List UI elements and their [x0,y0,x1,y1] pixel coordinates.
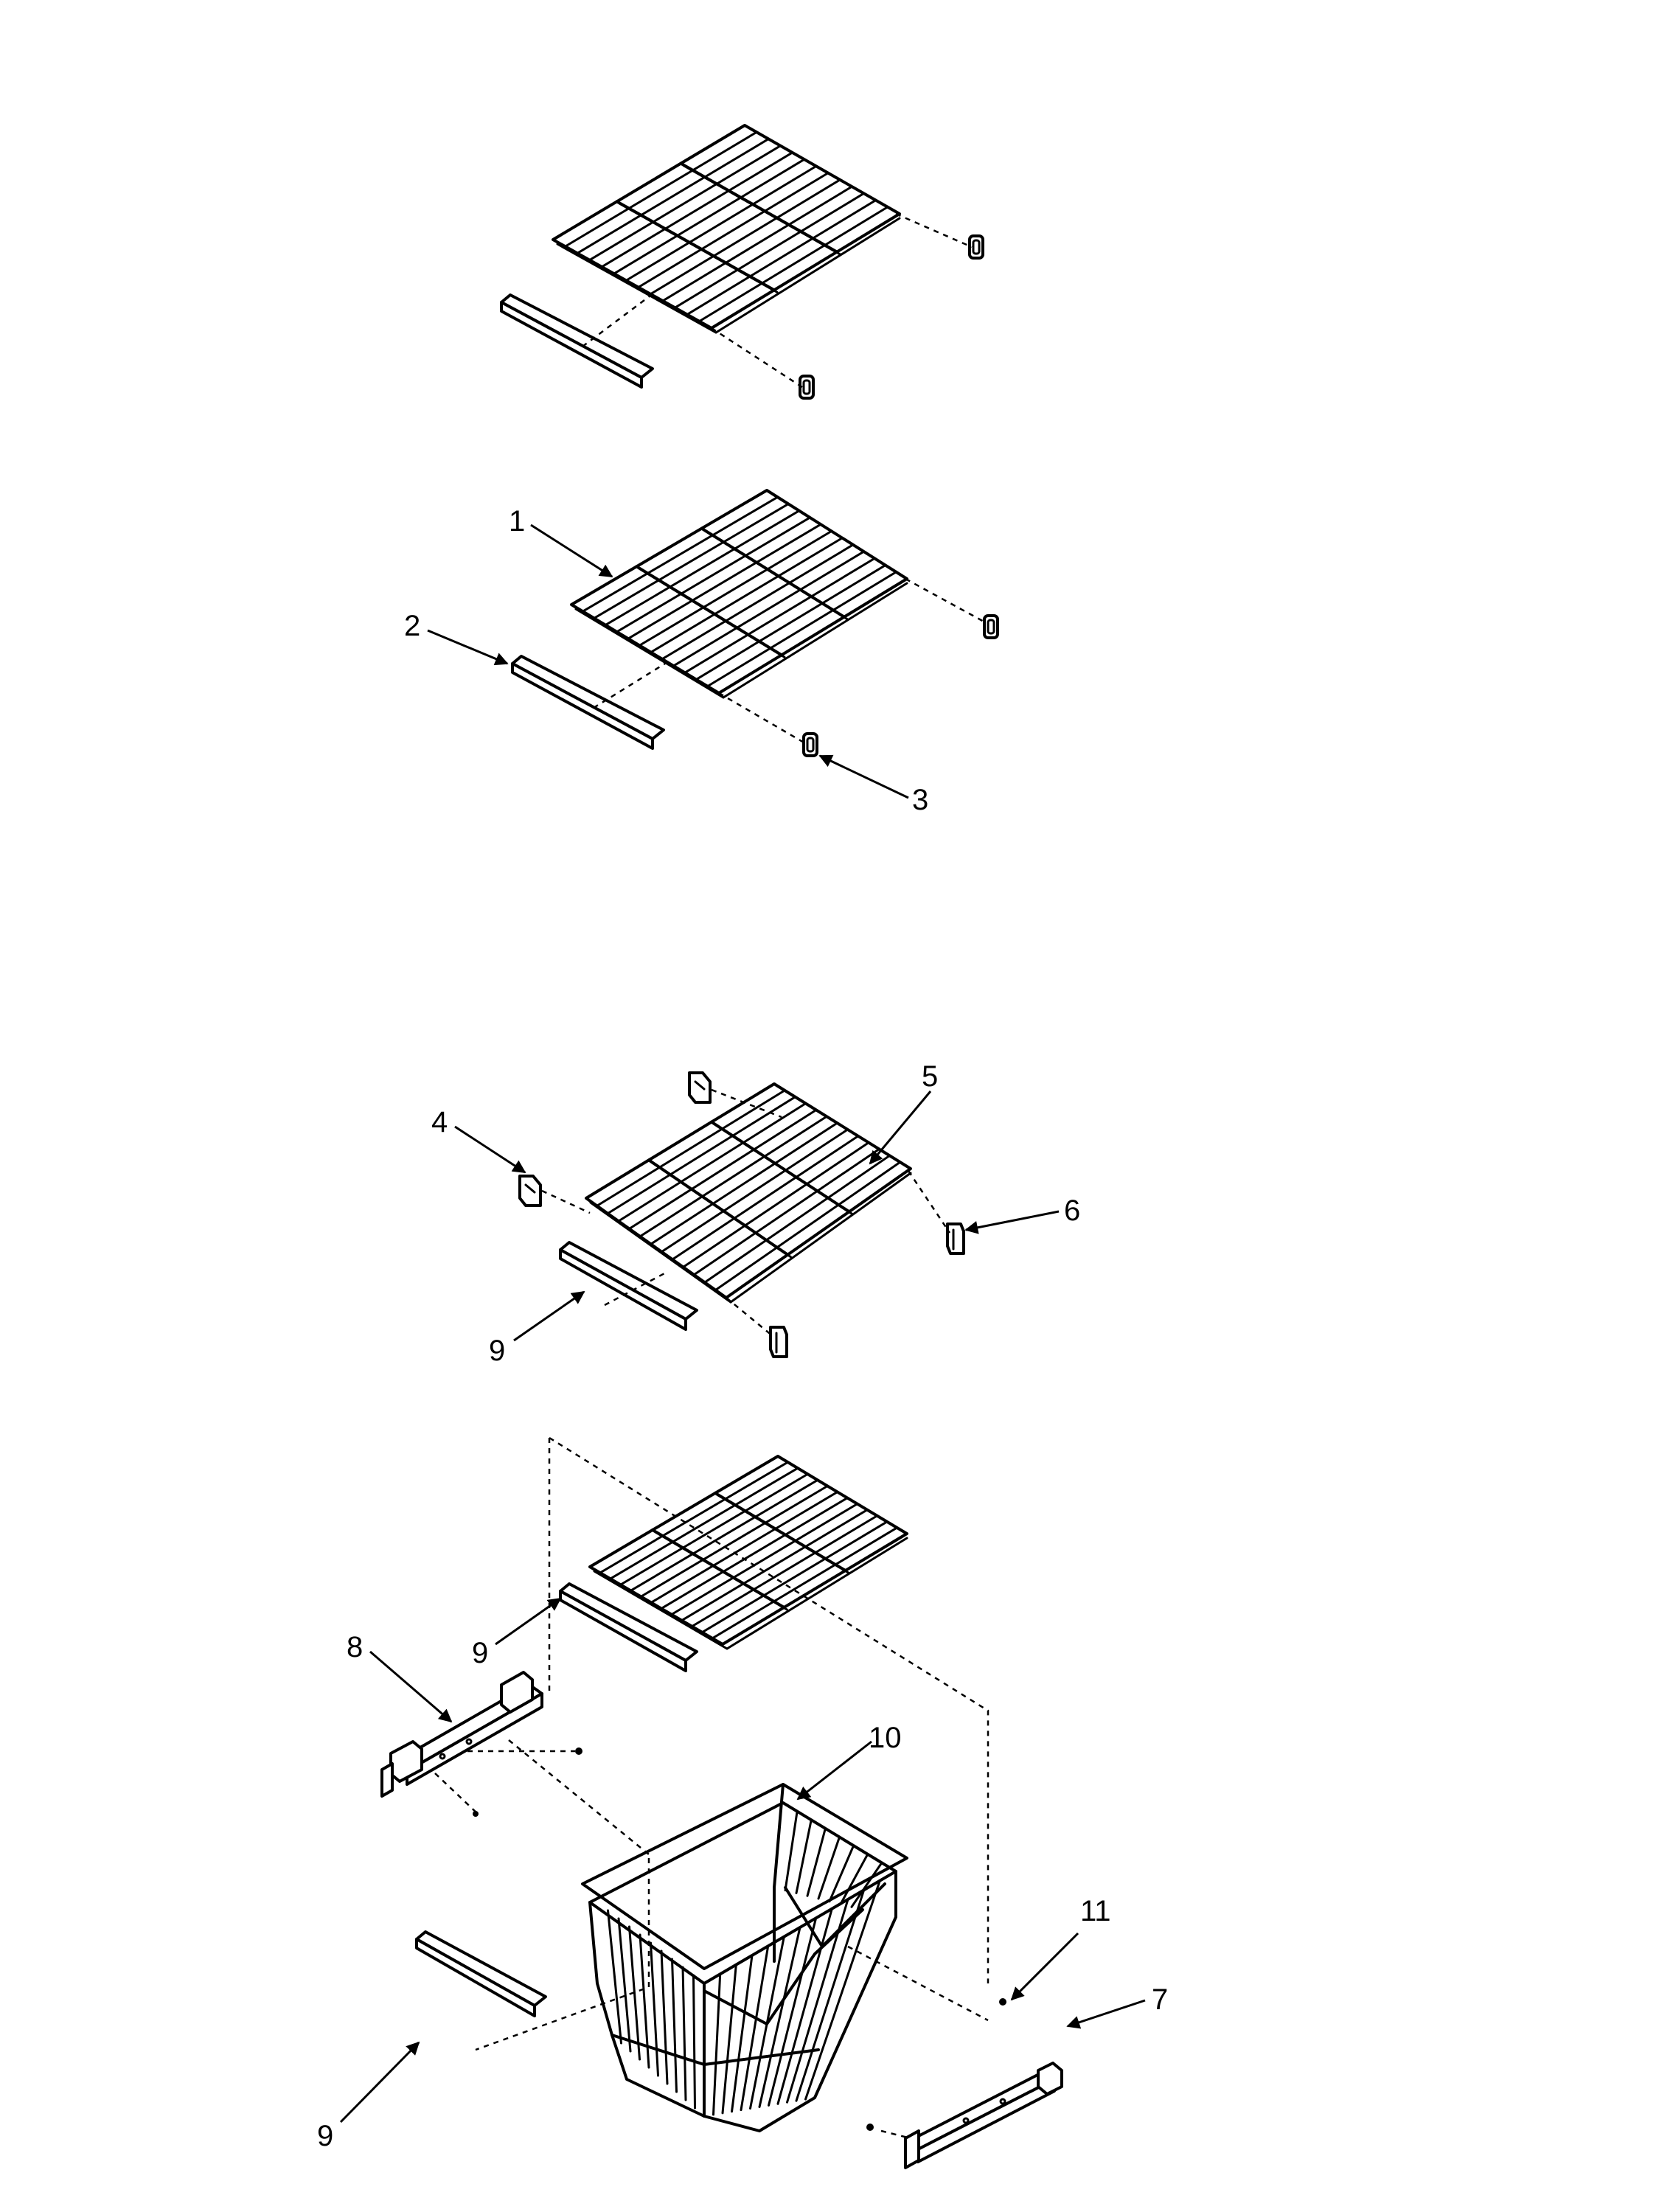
shelf-support-clip [968,234,984,260]
callout-9a-leader [513,1290,585,1342]
wire-shelf [585,1082,912,1304]
dashed-alignment-line [593,658,672,709]
callout-9a: 9 [489,1335,505,1367]
callout-10-leader [796,1740,872,1801]
callout-10: 10 [869,1722,902,1754]
shelf-support-clip [799,375,815,400]
callout-9c-leader [339,2041,420,2124]
callout-6: 6 [1064,1194,1080,1227]
callout-11-leader [1010,1932,1079,2001]
callout-5-leader [869,1091,932,1165]
callout-5: 5 [922,1060,938,1093]
basket-wire-ribs [607,1810,883,2116]
callout-6-leader [964,1210,1060,1234]
wire-basket [581,1783,908,2132]
callout-1-leader [530,524,613,578]
dashed-alignment-line [905,577,987,625]
assembly-shelf-top [500,124,984,400]
shelf-trim [511,655,665,750]
callout-1: 1 [509,505,525,538]
callout-2: 2 [404,610,420,642]
shelf-bracket [688,1071,712,1104]
callout-4-leader [454,1125,526,1174]
screw [999,1998,1006,2006]
callout-7: 7 [1152,1983,1168,2016]
basket-slide-rail-left [380,1671,543,1798]
shelf-trim [500,293,654,389]
callout-9b: 9 [472,1637,488,1669]
dashed-alignment-line [907,1170,951,1234]
wire-shelf [588,1455,908,1650]
callout-7-leader [1066,1999,1146,2029]
callout-8: 8 [347,1631,363,1663]
callout-4: 4 [431,1106,448,1138]
dashed-alignment-line [718,692,806,745]
callout-9b-leader [495,1597,562,1646]
callout-9c: 9 [317,2120,333,2152]
dashed-alignment-line [726,1297,773,1337]
dashed-alignment-line [582,291,657,347]
dashed-alignment-line [895,212,973,248]
assembly-shelf-second: 1 2 3 [404,489,999,816]
shelf-trim [559,1241,698,1331]
shelf-support-clip [983,614,999,639]
dashed-alignment-line [880,2129,926,2143]
wire-shelf [570,489,908,699]
shelf-bracket [946,1222,965,1255]
dashed-alignment-line [475,1858,650,2051]
shelf-support-clip [802,732,818,757]
shelf-bracket [769,1326,788,1358]
dashed-alignment-line [549,1436,990,1983]
shelf-trim [559,1582,698,1672]
callout-11: 11 [1080,1895,1111,1927]
callout-2-leader [427,629,509,666]
callout-3-leader [818,754,909,799]
screw [473,1811,479,1817]
dashed-alignment-line [711,327,803,389]
callout-8-leader [369,1650,453,1723]
dashed-alignment-line [604,1270,668,1307]
assembly-freezer-shelf: 4 5 6 9 [431,1060,1080,1367]
callout-3: 3 [912,784,928,816]
dashed-alignment-line [541,1189,591,1214]
dashed-alignment-line [434,1773,479,1815]
screw [575,1747,582,1755]
dashed-alignment-line [847,1945,989,2022]
wire-shelf [552,124,901,334]
assembly-basket: 8 9 10 11 7 9 [317,1436,1168,2169]
shelf-bracket [518,1175,542,1207]
basket-slide-rail-right [904,2062,1063,2169]
screw [866,2124,874,2131]
dashed-alignment-line [711,1088,782,1119]
dashed-alignment-line [508,1739,650,1855]
shelf-trim [415,1930,547,2017]
